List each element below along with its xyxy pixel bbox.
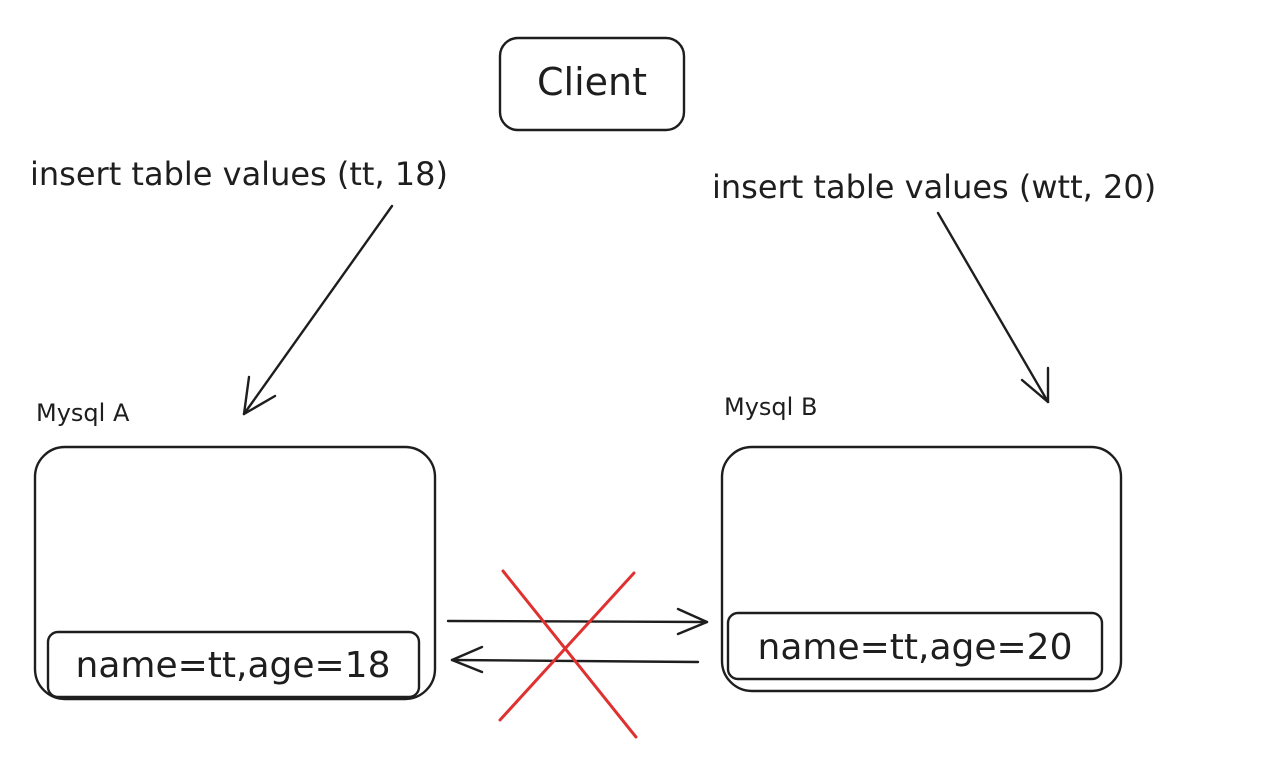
client-node: Client <box>498 36 686 132</box>
mysql-a-label: Mysql A <box>36 399 130 427</box>
replication-arrow-a-to-b <box>446 607 709 636</box>
client-box <box>498 36 686 132</box>
insert-statement-left: insert table values (tt, 18) <box>30 155 448 193</box>
mysql-a-node: Mysql A name=tt,age=18 <box>33 399 437 701</box>
failure-cross-icon <box>498 569 638 739</box>
mysql-b-row: name=tt,age=20 <box>758 627 1073 668</box>
cross-stroke <box>501 569 638 739</box>
mysql-b-box <box>720 445 1123 693</box>
mysql-a-box <box>33 445 437 701</box>
cross-stroke <box>498 571 636 722</box>
arrow-line <box>446 619 709 624</box>
arrow-head <box>242 375 277 416</box>
insert-statement-right: insert table values (wtt, 20) <box>712 168 1156 206</box>
arrow-line <box>936 211 1050 404</box>
mysql-a-row: name=tt,age=18 <box>76 645 391 686</box>
arrow-to-mysql-b <box>936 211 1050 404</box>
arrow-head <box>450 645 484 674</box>
arrow-head <box>1020 366 1050 404</box>
arrow-head <box>676 607 709 636</box>
arrow-line <box>242 204 394 416</box>
client-label: Client <box>537 60 647 104</box>
mysql-b-row-box <box>726 611 1104 681</box>
mysql-b-node: Mysql B name=tt,age=20 <box>720 393 1123 693</box>
mysql-a-row-box <box>46 630 421 699</box>
arrow-to-mysql-a <box>242 204 394 416</box>
mysql-b-label: Mysql B <box>724 393 817 421</box>
